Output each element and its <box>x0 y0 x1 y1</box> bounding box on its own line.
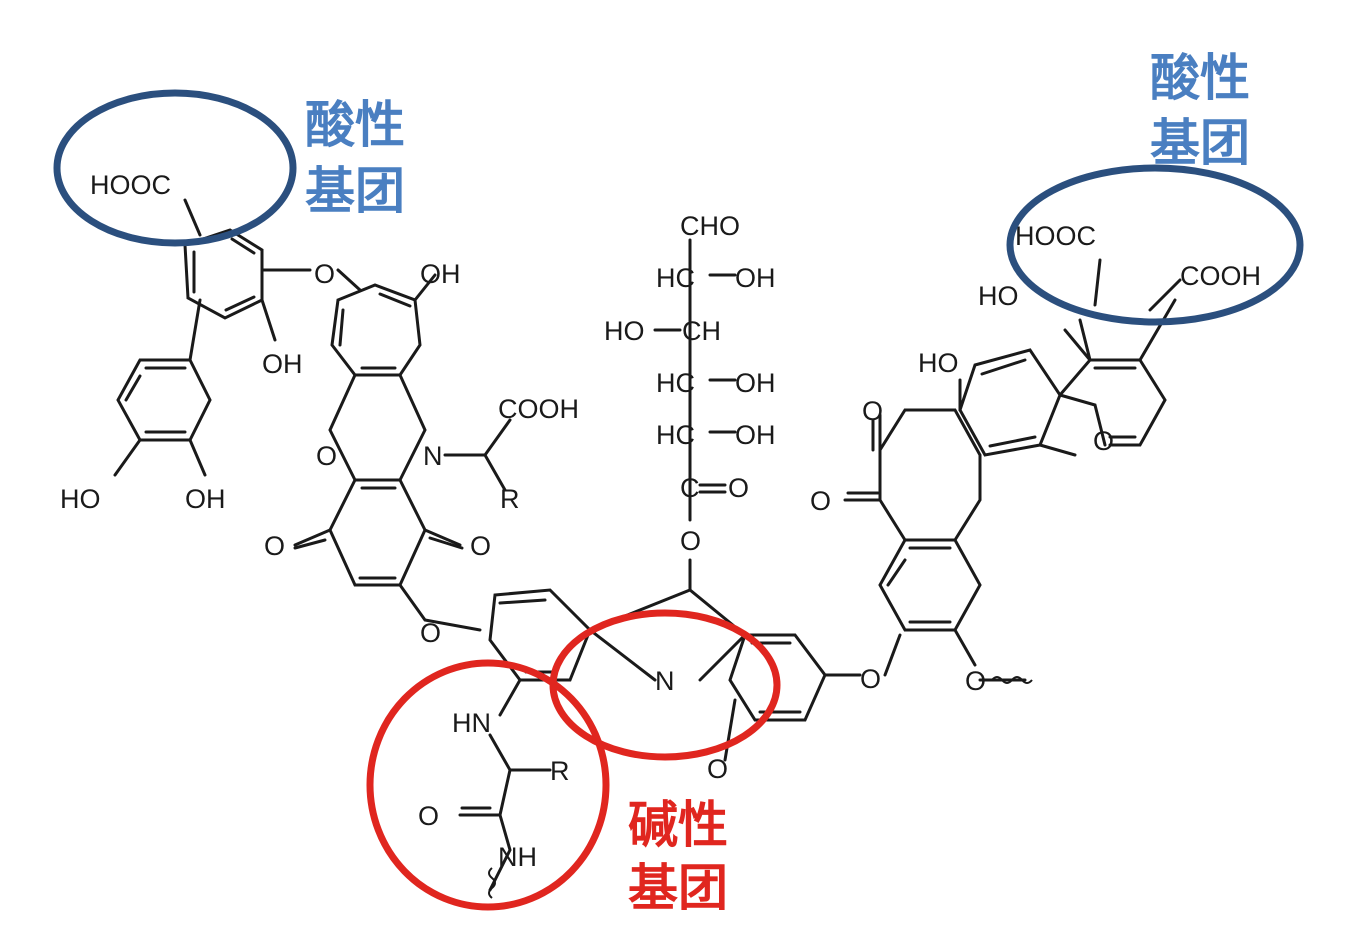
wavy-bond-right <box>991 676 1033 684</box>
wavy-bond-bottom <box>488 867 496 899</box>
acid-label-left-line2: 基团 <box>305 162 405 220</box>
atom-o-dione-2: O <box>810 486 831 516</box>
basic-group-ring-amide <box>366 659 610 911</box>
ring-right-bottom <box>878 538 982 632</box>
atom-sugar-o5: O <box>728 473 749 503</box>
atom-r-side: R <box>500 484 520 514</box>
basic-group-ring-imine <box>549 609 781 761</box>
ring-furan-right <box>1058 358 1167 447</box>
wavy-bonds <box>488 676 1033 899</box>
highlight-rings <box>53 89 1304 911</box>
acid-label-right-line2: 基团 <box>1150 114 1250 172</box>
acid-group-ring-right <box>1006 164 1304 326</box>
atom-sugar-hc4: HC <box>656 420 695 450</box>
atom-ho-catechol: HO <box>60 484 101 514</box>
atom-o-ether-1: O <box>314 259 335 289</box>
acid-group-ring-left <box>53 89 297 247</box>
atom-o-ether-2: O <box>420 618 441 648</box>
atom-o-carbonyl: O <box>707 754 728 784</box>
atom-hooc-top-left: HOOC <box>90 170 171 200</box>
atom-sugar-hc1: HC <box>656 263 695 293</box>
atom-o-amide: O <box>418 801 439 831</box>
atom-hooc-top-right: HOOC <box>1015 221 1096 251</box>
atom-oh-phenox: OH <box>420 259 461 289</box>
atom-sugar-oh1: OH <box>735 263 776 293</box>
atom-o-quinone-right: O <box>470 531 491 561</box>
atom-sugar-hc3: HC <box>656 368 695 398</box>
atom-sugar-cho: CHO <box>680 211 740 241</box>
basic-label-line2: 基团 <box>628 859 728 917</box>
ring-dione <box>878 408 982 542</box>
atom-o-quinone-left: O <box>264 531 285 561</box>
atom-sugar-oh3: OH <box>735 368 776 398</box>
ring-phenox-bottom <box>328 478 427 587</box>
atom-cooh-top-right: COOH <box>1180 261 1261 291</box>
callout-labels: 酸性 基团 酸性 基团 碱性 基团 <box>305 49 1250 917</box>
atom-hn-amide: HN <box>452 708 491 738</box>
bond-lines <box>113 198 1182 892</box>
atom-o-ether-4: O <box>965 666 986 696</box>
atom-sugar-ch2: CH <box>682 316 721 346</box>
atom-ho-right-2: HO <box>918 348 959 378</box>
ring-central-right <box>728 633 827 722</box>
ring-phenox-top <box>330 283 422 377</box>
acid-label-right-line1: 酸性 <box>1150 49 1250 107</box>
atom-o-furan: O <box>1093 426 1114 456</box>
atom-sugar-oh4: OH <box>735 420 776 450</box>
atom-oh-catechol: OH <box>185 484 226 514</box>
atom-sugar-c5: C <box>680 473 700 503</box>
atom-o-phenox-bridge: O <box>316 441 337 471</box>
ring-catechol <box>116 358 212 442</box>
atom-nh-amide: NH <box>498 842 537 872</box>
basic-label-line1: 碱性 <box>628 796 728 854</box>
atom-r-amide: R <box>550 756 570 786</box>
atom-oh-ring-a: OH <box>262 349 303 379</box>
atom-sugar-ho2: HO <box>604 316 645 346</box>
ring-central-left <box>488 588 592 682</box>
atom-o-dione-1: O <box>862 396 883 426</box>
acid-label-left-line1: 酸性 <box>305 96 405 154</box>
atom-cooh-side: COOH <box>498 394 579 424</box>
atom-labels: HOOC OH HO OH O OH O N COOH R O O O HN R… <box>60 170 1261 872</box>
atom-o-ether-3: O <box>860 664 881 694</box>
atom-ho-right-1: HO <box>978 281 1019 311</box>
atom-n-phenox: N <box>423 441 443 471</box>
atom-n-imine: N <box>655 666 675 696</box>
atom-o-ester: O <box>680 526 701 556</box>
